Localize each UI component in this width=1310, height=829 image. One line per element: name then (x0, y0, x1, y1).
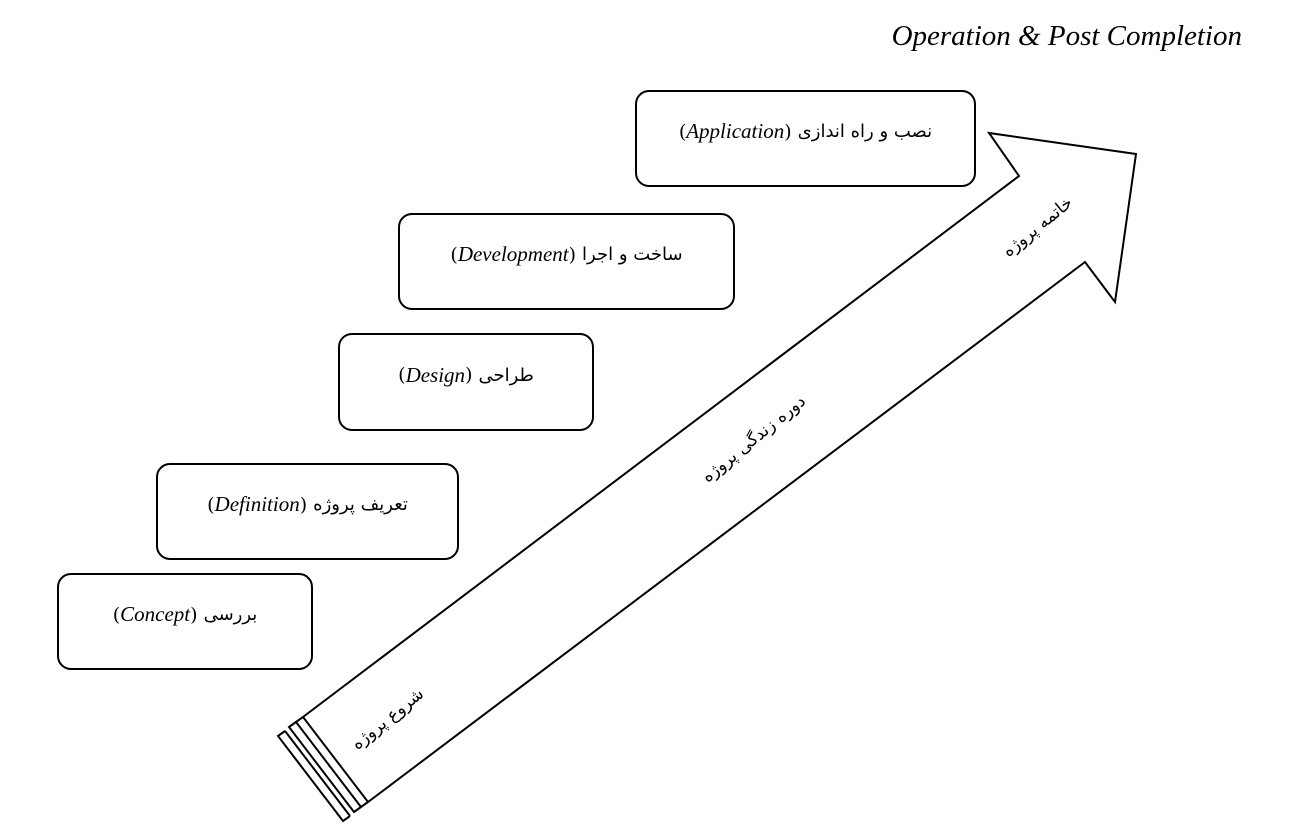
stage-concept-paren-close: ) (112, 603, 121, 626)
stage-development-en-label: Development (457, 242, 569, 266)
stage-design-box: طراحی (Design) (338, 333, 594, 431)
stage-design-fa-label: طراحی (478, 364, 534, 386)
stage-application-paren-open: ( (784, 120, 792, 143)
stage-application-en-label: Application (686, 119, 785, 143)
stage-development-paren-close: ) (450, 243, 458, 266)
stage-definition-paren-open: ( (299, 493, 308, 516)
stage-design-en-label: Design (405, 362, 466, 387)
stage-definition-paren-close: ) (207, 493, 215, 516)
lifecycle-arrow-body (301, 131, 1138, 804)
stage-development-paren-open: ( (568, 243, 577, 266)
stage-application-box: نصب و راه اندازی (Application) (635, 90, 976, 187)
diagram-title: Operation & Post Completion (891, 20, 1242, 52)
stage-design-paren-open: ( (465, 364, 473, 386)
stage-definition-fa-label: تعریف پروژه (313, 494, 408, 515)
stage-concept-en-label: Concept (120, 602, 191, 626)
stage-concept-paren-open: ( (190, 603, 198, 626)
stage-concept-box: بررسی (Concept) (57, 573, 313, 670)
stage-application-paren-close: ) (678, 120, 687, 143)
arrow-tail-stripes (276, 716, 369, 823)
stage-development-box: ساخت و اجرا (Development) (398, 213, 735, 310)
stage-concept-fa-label: بررسی (203, 604, 258, 625)
stage-design-paren-close: ) (398, 364, 406, 386)
stage-definition-box: تعریف پروژه (Definition) (156, 463, 459, 560)
stage-development-fa-label: ساخت و اجرا (582, 244, 683, 265)
stage-application-fa-label: نصب و راه اندازی (797, 121, 933, 142)
stage-definition-en-label: Definition (214, 492, 300, 516)
